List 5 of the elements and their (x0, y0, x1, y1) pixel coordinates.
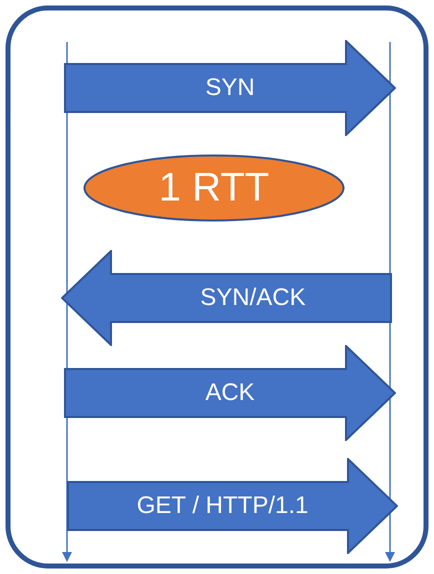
ellipse-label: 1 RTT (158, 166, 270, 210)
message-label: SYN (205, 74, 255, 102)
message-label: SYN/ACK (200, 284, 306, 312)
message-label: GET / HTTP/1.1 (136, 492, 308, 520)
message-label: ACK (205, 379, 255, 407)
